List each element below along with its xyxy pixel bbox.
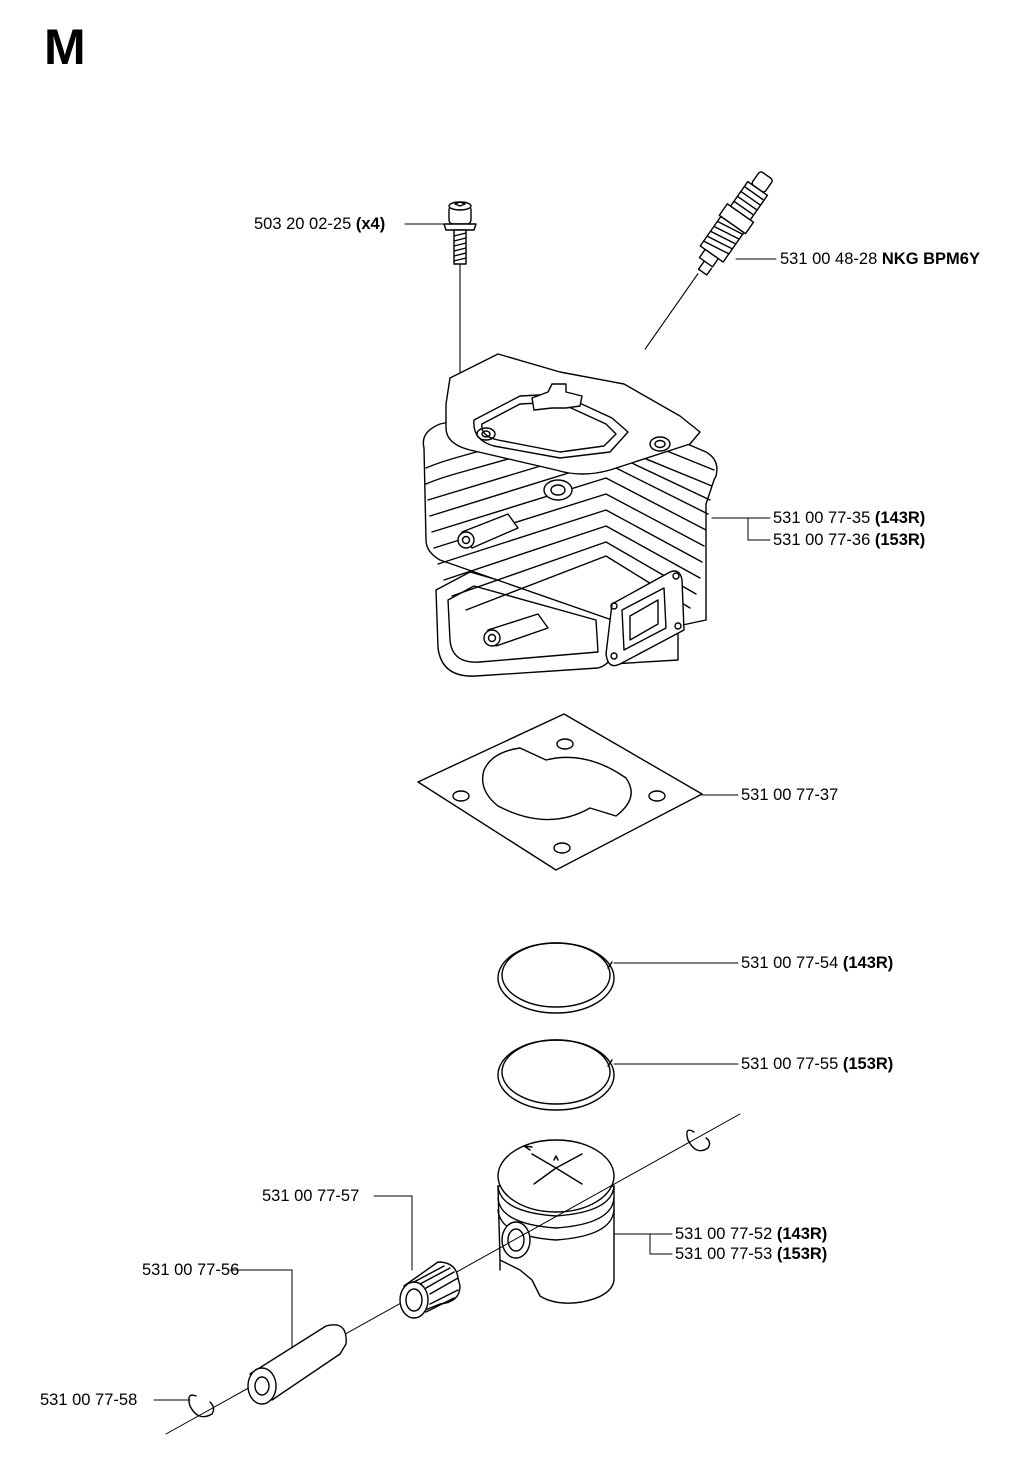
piston-pin-drawing [247, 1324, 347, 1405]
part-note: (143R) [776, 1225, 828, 1243]
leader-lines [153, 223, 777, 1401]
part-number: 531 00 77-58 [40, 1391, 138, 1409]
label-circlip: 531 00 77-58 [40, 1390, 137, 1410]
circlip-left-drawing [188, 1394, 215, 1418]
spark-plug-drawing [644, 171, 773, 350]
part-number: 531 00 77-53 [675, 1245, 773, 1263]
part-number: 531 00 77-54 [741, 954, 839, 972]
label-ring-153r: 531 00 77-55 (153R) [741, 1054, 893, 1074]
part-note: (153R) [776, 1245, 828, 1263]
part-number: 531 00 77-55 [741, 1055, 839, 1073]
part-number: 503 20 02-25 [254, 215, 352, 233]
part-number: 531 00 48-28 [780, 250, 878, 268]
section-letter: M [44, 19, 86, 75]
part-number: 531 00 77-52 [675, 1225, 773, 1243]
label-piston-153r: 531 00 77-53 (153R) [675, 1244, 827, 1264]
label-piston-pin: 531 00 77-56 [142, 1260, 239, 1280]
part-number: 531 00 77-57 [262, 1187, 360, 1205]
piston-ring-153r-drawing [497, 1039, 615, 1111]
part-note: (143R) [874, 509, 926, 527]
part-note: (153R) [874, 531, 926, 549]
part-note: (x4) [355, 215, 386, 233]
part-number: 531 00 77-37 [741, 786, 839, 804]
screw-drawing [443, 201, 477, 441]
label-screw: 503 20 02-25 (x4) [254, 214, 385, 234]
circlip-right-drawing [686, 1129, 711, 1152]
part-number: 531 00 77-56 [142, 1261, 240, 1279]
label-cylinder-143r: 531 00 77-35 (143R) [773, 508, 925, 528]
part-note: (153R) [842, 1055, 894, 1073]
label-gasket: 531 00 77-37 [741, 785, 838, 805]
part-number: 531 00 77-36 [773, 531, 871, 549]
part-number: 531 00 77-35 [773, 509, 871, 527]
base-gasket-drawing [417, 713, 703, 871]
label-ring-143r: 531 00 77-54 (143R) [741, 953, 893, 973]
cylinder-drawing [422, 353, 718, 677]
label-needle-bearing: 531 00 77-57 [262, 1186, 359, 1206]
part-note: (143R) [842, 954, 894, 972]
needle-bearing-drawing [399, 1261, 461, 1319]
piston-ring-143r-drawing [497, 942, 615, 1014]
label-spark-plug: 531 00 48-28 NKG BPM6Y [780, 249, 980, 269]
label-piston-143r: 531 00 77-52 (143R) [675, 1224, 827, 1244]
label-cylinder-153r: 531 00 77-36 (153R) [773, 530, 925, 550]
part-note: NKG BPM6Y [881, 250, 980, 268]
piston-drawing [497, 1139, 615, 1304]
